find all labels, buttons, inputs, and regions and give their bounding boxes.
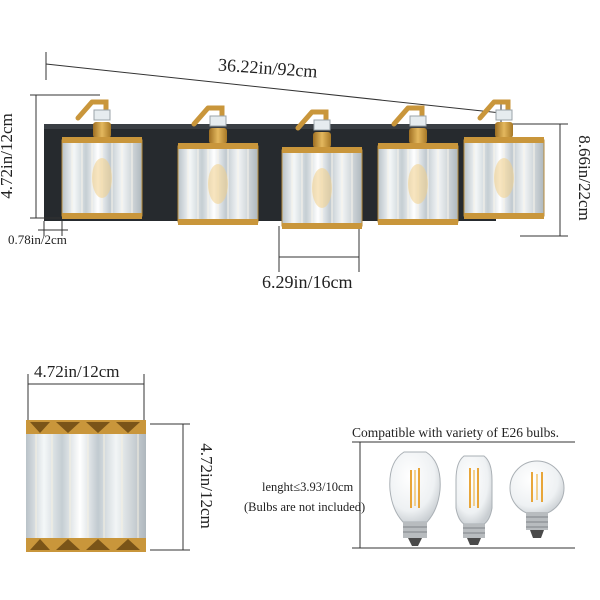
- shade-height-side-label: 4.72in/12cm: [0, 113, 16, 199]
- wall-lamp-4: [377, 105, 459, 225]
- spacing-label: 6.29in/16cm: [262, 272, 353, 292]
- detail-shade: [26, 420, 146, 552]
- wall-lamp-2: [177, 105, 259, 225]
- shade-width-label: 4.72in/12cm: [34, 362, 120, 381]
- edison-bulb-t45: [455, 455, 493, 545]
- bulb-panel-frame: [352, 441, 575, 549]
- edison-bulb-st64: [389, 451, 441, 546]
- edison-bulb-globe: [509, 460, 565, 538]
- bulb-compatibility-note: Compatible with variety of E26 bulbs.: [352, 425, 559, 440]
- depth-label: 0.78in/2cm: [8, 232, 67, 247]
- shade-height-label: 4.72in/12cm: [197, 443, 216, 529]
- fixture-height-label: 8.66in/22cm: [575, 135, 594, 221]
- bulb-length-note: lenght≤3.93/10cm: [262, 480, 354, 494]
- wall-lamp-5: [463, 99, 545, 219]
- wall-lamp-3: [281, 109, 363, 229]
- fixture-height-dimension: [510, 123, 568, 237]
- wall-lamp-1: [61, 99, 143, 219]
- shade-width-dimension: [27, 374, 145, 420]
- spacing-dimension: [278, 226, 360, 272]
- shade-height-dimension-left: [30, 94, 100, 219]
- shade-height-dimension: [150, 423, 190, 551]
- depth-dimension: [38, 221, 68, 236]
- bulbs-not-included-note: (Bulbs are not included): [244, 500, 366, 514]
